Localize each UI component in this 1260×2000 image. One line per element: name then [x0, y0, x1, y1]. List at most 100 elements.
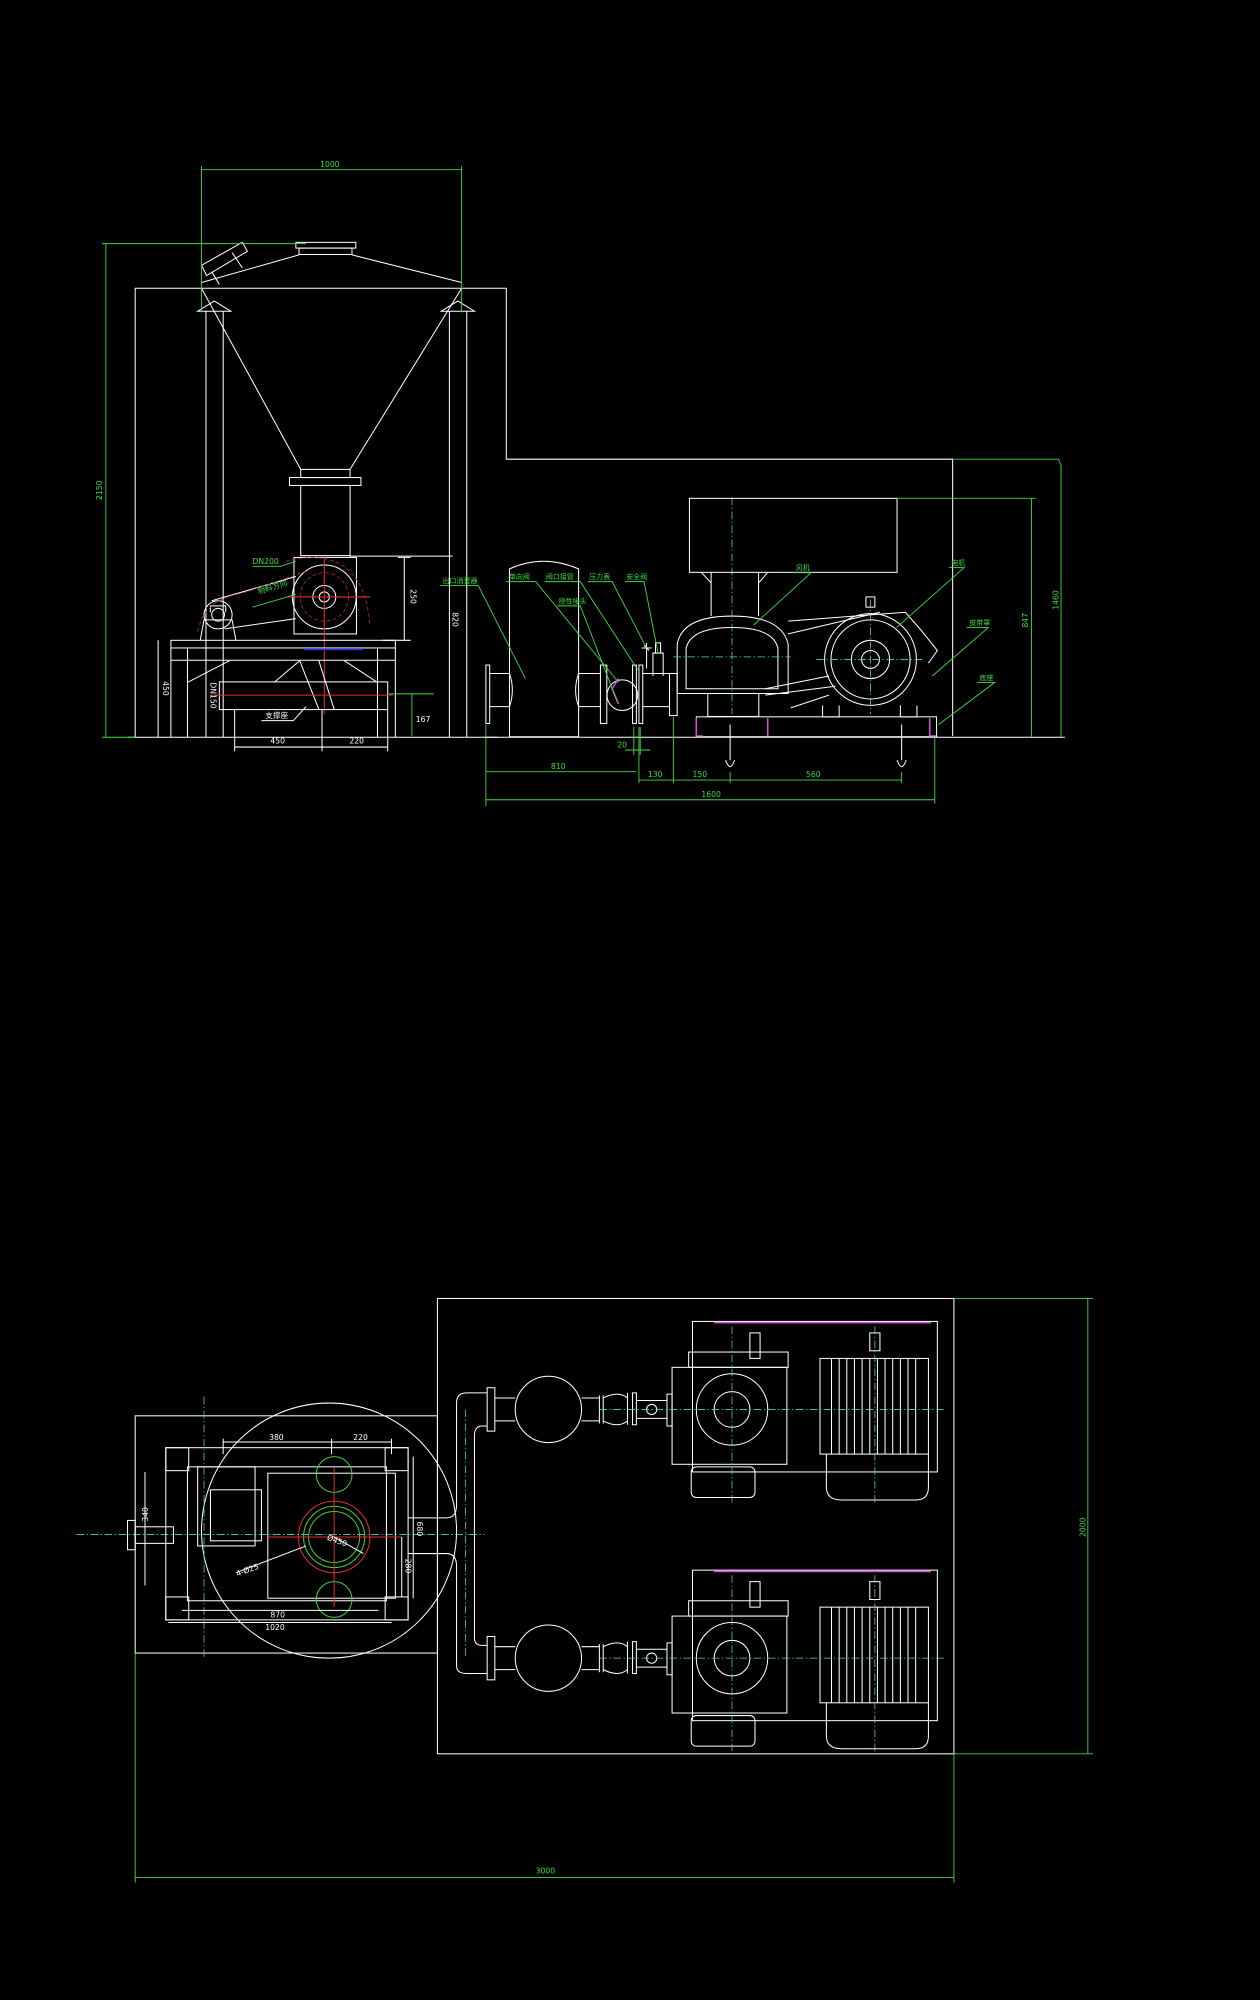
dim-overall-height-text: 1460 [1052, 590, 1061, 610]
dim-blower-height-text: 847 [1021, 613, 1030, 628]
silencer-inlet-flange [485, 664, 491, 724]
unit1-blower-top [688, 1351, 789, 1368]
dim-gap-text: 20 [617, 740, 627, 749]
blower-inlet-flange [669, 672, 678, 717]
dim-gap [624, 727, 651, 756]
silencer-outlet-pipe [575, 672, 601, 708]
silencer-inlet-pipe [489, 672, 513, 708]
dim-680-text: 680 [415, 1522, 424, 1537]
label-blower: 风机 [796, 563, 810, 572]
manifold-pipe-outer [408, 1392, 488, 1674]
dim-total-height-text: 2150 [95, 480, 104, 500]
dim-outlet-height-text: 167 [416, 715, 431, 724]
drive-pulley [203, 600, 233, 630]
leader-pressure-gauge [587, 581, 647, 649]
hopper-plan-circle [200, 1402, 458, 1659]
label-outlet-silencer: 出口消音器 [443, 576, 478, 585]
unit2-check-valve [598, 1641, 637, 1674]
hopper-top-neck [298, 247, 353, 255]
dim-340-text: 340 [141, 1507, 150, 1522]
unit1-flange [486, 1387, 496, 1432]
blower-base-frame [695, 716, 938, 738]
label-belt-guard: 皮带罩 [969, 618, 990, 627]
unit2-motor-end [825, 1702, 929, 1750]
unit2-motor [819, 1606, 929, 1704]
dim-blower-length [485, 737, 936, 804]
drive-pulley-hub [211, 607, 225, 622]
dim-chain [638, 716, 903, 784]
silencer-body [508, 560, 580, 738]
dim-150-text: 150 [692, 770, 707, 779]
unit1-pipe [494, 1397, 600, 1422]
plan-corner-tl [165, 1447, 190, 1472]
base-frame-end-right [928, 718, 937, 737]
plan-base-frame [165, 1447, 409, 1621]
unit1-blower [671, 1366, 788, 1465]
belt-guard [788, 611, 938, 709]
base-frame-end-left [695, 718, 769, 737]
dim-valve-height [382, 556, 411, 641]
dim-hopper-width-text: 1000 [320, 160, 340, 169]
dim-overall-length [134, 1653, 955, 1883]
leader-motor [896, 567, 966, 628]
base-plate [170, 639, 396, 649]
leader-flex-joint [557, 605, 618, 702]
dim-bore-text: Ø450 [326, 1533, 349, 1549]
dim-outlet-height [388, 693, 434, 736]
unit2-flange [486, 1635, 496, 1681]
dim-base-height-text: 450 [161, 681, 170, 696]
silencer-outlet-flange [599, 664, 608, 724]
unit1-check-valve [598, 1392, 637, 1426]
dim-560-text: 560 [806, 770, 821, 779]
label-support: 支撑座 [265, 710, 288, 720]
dim-1020-text: 1020 [265, 1623, 285, 1632]
dim-leg-height-text: 820 [451, 612, 460, 627]
leader-outlet-silencer [439, 585, 526, 679]
bearing-block [199, 605, 237, 641]
dim-380-text: 380 [269, 1433, 284, 1442]
inlet-silencer-box [688, 497, 898, 573]
dim-220-text: 220 [353, 1433, 368, 1442]
plan-gear-motor-body [209, 1489, 262, 1542]
dim-870-text: 870 [270, 1610, 285, 1619]
drive-belt [211, 576, 297, 630]
check-valve [606, 679, 639, 711]
dim-base-bottom [234, 709, 389, 752]
leader-base [938, 681, 997, 725]
plan-inlet-pipe [134, 1526, 174, 1544]
right-leg [439, 300, 477, 738]
dim-overall-width-text: 2000 [1078, 1517, 1087, 1537]
plan-corner-bl [165, 1596, 190, 1621]
discharge-flange [288, 477, 362, 486]
unit1-blower-end [690, 1466, 756, 1498]
blower-unit-2 [486, 1569, 944, 1754]
dim-valve-height-text: 250 [409, 589, 418, 604]
leader-blower [753, 572, 813, 626]
label-motor: 电机 [951, 558, 965, 567]
pressure-gauge [641, 642, 652, 669]
unit2-pipe [494, 1646, 600, 1671]
dim-overall-height [952, 458, 1062, 737]
hopper-inlet-pipe [200, 241, 249, 285]
plan-valve-housing [267, 1472, 396, 1599]
plan-corner-br [384, 1596, 409, 1621]
plan-inlet-flange [127, 1519, 136, 1551]
blower-unit-1 [486, 1320, 944, 1506]
dim-blower-height [896, 497, 1036, 737]
unit1-valve-pipe [636, 1393, 673, 1427]
hopper-cone [201, 287, 463, 470]
label-check-valve: 单向阀 [509, 572, 530, 581]
unit2-valve-pipe [636, 1642, 673, 1676]
discharge-pipe [300, 484, 351, 557]
support-box [218, 681, 389, 711]
motor-key [865, 596, 876, 608]
valve-flange-b [638, 664, 644, 724]
hopper-roof [201, 254, 462, 284]
plan-view: 3000 2000 380 220 870 1020 340 680 280 4… [76, 1297, 1093, 1883]
label-valve-pipe: 阀口接管 [546, 572, 574, 581]
unit1-motor-end [825, 1454, 929, 1501]
manifold-pipe-inner [473, 1425, 488, 1646]
label-dn150: DN150 [208, 682, 217, 708]
leader-belt-guard [931, 627, 990, 677]
